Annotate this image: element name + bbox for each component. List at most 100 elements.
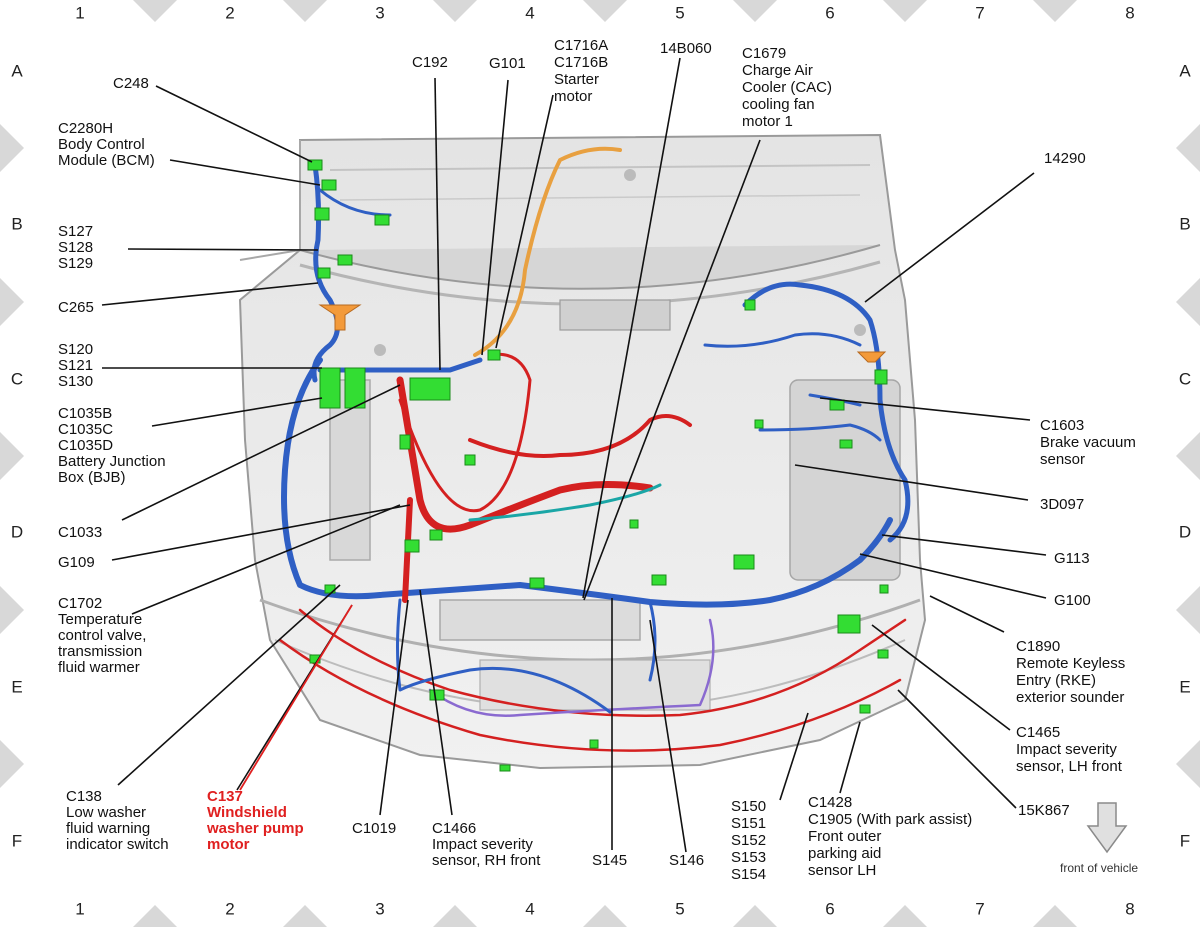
label-c1679: C1679 Charge Air Cooler (CAC) cooling fa… [742,45,836,130]
grid-row-label: D [1179,522,1191,541]
label-c1033: C1033 [58,524,102,541]
leader-line [101,282,319,306]
label-c265: C265 [58,299,94,316]
label-c1466: C1466 Impact severity sensor, RH front [432,820,541,869]
border-tick-mark [1033,0,1077,22]
border-tick-mark [1176,124,1200,172]
border-tick-mark [1033,905,1077,927]
label-14b060: 14B060 [660,40,712,57]
leader-line [929,595,1005,633]
label-c1890: C1890 Remote Keyless Entry (RKE) exterio… [1016,638,1129,706]
label-c1428: C1428 C1905 (With park assist) Front out… [808,794,976,879]
grid-column-label: 3 [375,899,384,918]
orange-connectors [318,304,887,363]
grid-column-label: 7 [975,3,984,22]
leader-line [131,504,401,615]
grid-row-label: D [11,522,23,541]
border-tick-mark [583,905,627,927]
grid-row-label: B [11,214,22,233]
border-tick-mark [133,0,177,22]
grid-column-label: 5 [675,899,684,918]
label-g109: G109 [58,554,95,571]
label-c1035: C1035B C1035C C1035D Battery Junction Bo… [58,405,170,486]
label-s127: S127 S128 S129 [58,223,97,272]
grid-row-label: F [1180,831,1190,850]
leader-line [864,172,1035,303]
leader-line [881,534,1047,556]
label-14290: 14290 [1044,150,1086,167]
leader-line [779,712,809,801]
leader-line [794,464,1029,501]
grid-row-label: B [1179,214,1190,233]
grid-row-label: E [11,677,22,696]
border-tick-mark [0,432,24,480]
grid-column-label: 2 [225,899,234,918]
leader-line [871,624,1011,731]
border-tick-mark [883,0,927,22]
leader-line [379,599,409,816]
border-tick-mark [1176,278,1200,326]
border-tick-mark [883,905,927,927]
label-g101: G101 [489,55,526,72]
leader-line [897,689,1017,809]
border-tick-mark [283,0,327,22]
leader-line [819,397,1031,421]
border-tick-mark [583,0,627,22]
connectors [307,159,889,772]
leader-line [839,721,861,794]
grid-column-label: 7 [975,899,984,918]
down-arrow-icon [1086,802,1128,854]
label-c192: C192 [412,54,448,71]
grid-row-label: F [12,831,22,850]
grid-column-label: 3 [375,3,384,22]
grid-column-label: 1 [75,3,84,22]
leader-line [155,85,313,163]
leader-line [859,553,1047,599]
border-tick-mark [133,905,177,927]
label-c248: C248 [113,75,149,92]
label-s120: S120 S121 S130 [58,341,97,390]
grid-row-label: A [1179,61,1191,80]
front-of-vehicle-label: front of vehicle [1060,861,1138,875]
leader-line [127,248,319,251]
grid-column-label: 1 [75,899,84,918]
label-15k867: 15K867 [1018,802,1070,819]
callout-leader-lines [101,57,1047,853]
label-c138: C138 Low washer fluid warning indicator … [66,788,169,853]
label-g100: G100 [1054,592,1091,609]
border-tick-mark [0,278,24,326]
border-tick-mark [433,0,477,22]
border-tick-mark [1176,740,1200,788]
label-s146: S146 [669,852,704,869]
label-c1019: C1019 [352,820,396,837]
grid-row-label: C [11,369,23,388]
border-tick-mark [0,586,24,634]
grid-column-label: 5 [675,3,684,22]
grid-row-label: E [1179,677,1190,696]
border-tick-mark [0,740,24,788]
grid-column-label: 4 [525,3,534,22]
border-tick-mark [283,905,327,927]
grid-column-label: 2 [225,3,234,22]
grid-column-label: 6 [825,899,834,918]
leader-line [151,397,323,427]
front-of-vehicle-legend: front of vehicle [1060,802,1138,875]
label-c1603: C1603 Brake vacuum sensor [1040,417,1140,468]
grid-column-label: 8 [1125,899,1134,918]
leader-line [419,589,453,816]
leader-line [117,584,341,786]
highlight-leader-line [239,604,353,791]
leader-line [169,159,321,186]
label-c1702: C1702 Temperature control valve, transmi… [58,595,151,676]
grid-column-label: 4 [525,899,534,918]
label-c1465: C1465 Impact severity sensor, LH front [1016,724,1123,775]
border-tick-mark [0,124,24,172]
leader-line [434,77,441,371]
leader-line [121,384,401,521]
label-3d097: 3D097 [1040,496,1084,513]
label-c2280h: C2280H Body Control Module (BCM) [58,120,155,169]
grid-column-label: 6 [825,3,834,22]
leader-line [649,619,687,853]
border-tick-mark [733,0,777,22]
